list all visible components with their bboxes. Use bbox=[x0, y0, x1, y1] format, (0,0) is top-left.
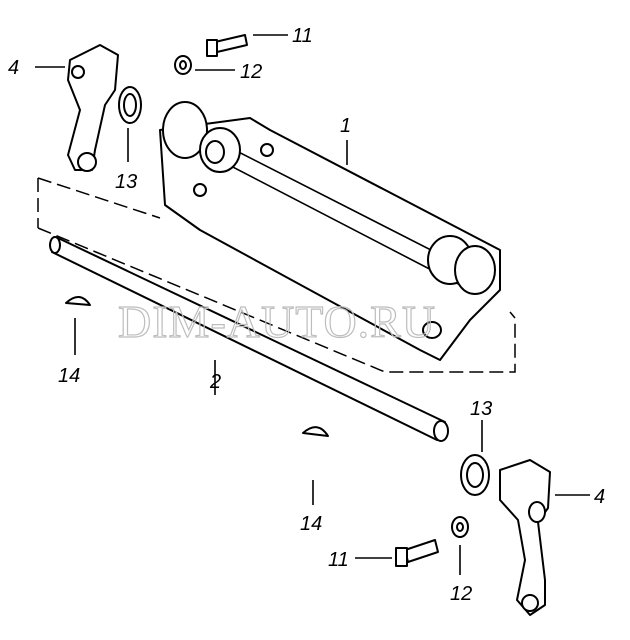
callout-12-top: 12 bbox=[240, 61, 262, 83]
washer-top-part-12 bbox=[174, 55, 192, 75]
ring-left-part-13 bbox=[118, 86, 142, 124]
washer-bottom-part-12 bbox=[451, 516, 469, 538]
callout-11-bottom: 11 bbox=[328, 549, 349, 571]
shaft-part-2 bbox=[49, 236, 449, 442]
leader-lines bbox=[35, 34, 590, 575]
callout-4-left: 4 bbox=[8, 57, 19, 79]
bracket-part-1 bbox=[159, 101, 501, 361]
assembly-outline bbox=[37, 177, 516, 373]
lever-right-part-4 bbox=[499, 459, 551, 616]
key-left-part-14 bbox=[65, 296, 91, 306]
callout-2: 2 bbox=[209, 371, 221, 393]
callout-12-bottom: 12 bbox=[450, 583, 472, 605]
bolt-top-part-11 bbox=[206, 34, 248, 57]
callout-14-right: 14 bbox=[300, 513, 322, 535]
lever-left-part-4 bbox=[67, 44, 119, 172]
callout-14-left: 14 bbox=[58, 365, 80, 387]
ring-right-part-13 bbox=[460, 454, 490, 496]
callout-13-left: 13 bbox=[115, 171, 137, 193]
callout-11-top: 11 bbox=[292, 25, 313, 47]
callout-13-right: 13 bbox=[470, 398, 492, 420]
callout-4-right: 4 bbox=[594, 486, 605, 508]
key-right-part-14 bbox=[302, 426, 329, 437]
callout-1: 1 bbox=[340, 115, 351, 137]
bolt-bottom-part-11 bbox=[395, 539, 439, 567]
watermark: DIM-AUTO.RU bbox=[118, 296, 436, 347]
